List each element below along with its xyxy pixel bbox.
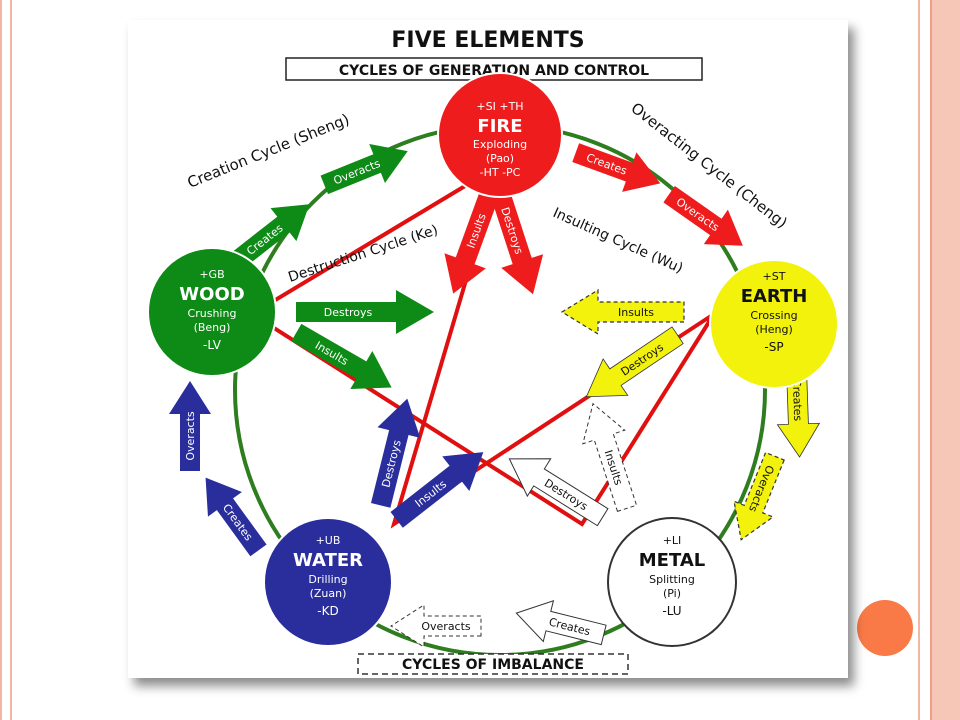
earth-meridian-yin: -SP	[764, 340, 783, 354]
arrow-metal-insults-fire: Insults	[571, 396, 649, 516]
five-elements-diagram: FIVE ELEMENTS CYCLES OF GENERATION AND C…	[147, 28, 839, 675]
fire-motion: Exploding	[473, 138, 527, 151]
insulting-cycle-label: Insulting Cycle (Wu)	[550, 205, 685, 277]
slide-border-left	[0, 0, 2, 720]
svg-text:Creates: Creates	[790, 379, 804, 422]
slide-border-left-inner	[10, 0, 12, 720]
earth-meridian-yang: +ST	[763, 270, 786, 283]
svg-text:Insults: Insults	[618, 306, 654, 319]
metal-meridian-yang: +LI	[663, 534, 682, 547]
metal-motion: Splitting	[649, 573, 695, 586]
fire-name: FIRE	[477, 116, 522, 137]
element-earth: +ST EARTH Crossing (Heng) -SP	[709, 259, 839, 389]
water-meridian-yin: -KD	[317, 604, 338, 618]
fire-meridian-yin: -HT -PC	[480, 166, 521, 179]
earth-name: EARTH	[741, 286, 808, 307]
wood-meridian-yin: -LV	[203, 338, 222, 352]
wood-name: WOOD	[179, 284, 244, 305]
earth-chinese: (Heng)	[755, 323, 793, 336]
element-water: +UB WATER Drilling (Zuan) -KD	[263, 517, 393, 647]
footer-label: CYCLES OF IMBALANCE	[402, 657, 584, 673]
arrow-earth-creates-metal: Creates	[774, 365, 822, 459]
earth-motion: Crossing	[750, 309, 797, 322]
wood-motion: Crushing	[188, 307, 237, 320]
water-name: WATER	[293, 550, 363, 571]
arrow-wood-destroys-earth: Destroys	[296, 290, 434, 334]
arrow-water-overacts-fire: Overacts	[169, 381, 211, 471]
destruction-star	[248, 160, 716, 529]
arrow-earth-destroys-water: Destroys	[573, 316, 691, 416]
fire-meridian-yang: +SI +TH	[476, 100, 523, 113]
svg-text:Overacts: Overacts	[184, 411, 197, 461]
arrow-wood-insults-metal: Insults	[285, 313, 403, 407]
destruction-cycle-label: Destruction Cycle (Ke)	[286, 222, 440, 286]
arrow-earth-insults-wood: Insults	[560, 288, 685, 336]
diagram-frame: FIVE ELEMENTS CYCLES OF GENERATION AND C…	[128, 20, 848, 678]
diagram-subtitle: CYCLES OF GENERATION AND CONTROL	[339, 63, 649, 79]
element-wood: +GB WOOD Crushing (Beng) -LV	[147, 247, 277, 377]
wood-meridian-yang: +GB	[199, 268, 224, 281]
metal-name: METAL	[639, 550, 706, 571]
slide-border-right-band	[932, 0, 960, 720]
metal-chinese: (Pi)	[663, 587, 681, 600]
arrow-earth-overacts-water: Overacts	[721, 447, 795, 549]
slide-border-right	[918, 0, 920, 720]
arrow-fire-creates-earth: Creates	[568, 132, 668, 204]
svg-text:Overacts: Overacts	[421, 620, 471, 633]
water-meridian-yang: +UB	[316, 534, 341, 547]
arrow-metal-creates-water: Creates	[510, 592, 610, 656]
fire-chinese: (Pao)	[486, 152, 514, 165]
element-metal: +LI METAL Splitting (Pi) -LU	[607, 517, 737, 647]
metal-meridian-yin: -LU	[662, 604, 681, 618]
element-fire: +SI +TH FIRE Exploding (Pao) -HT -PC	[437, 72, 563, 198]
slide-border-right-line	[930, 0, 932, 720]
arrow-metal-destroys-wood: Destroys	[497, 439, 615, 537]
wood-chinese: (Beng)	[194, 321, 231, 334]
svg-text:Destroys: Destroys	[324, 306, 373, 319]
slide-orange-dot	[857, 600, 913, 656]
arrow-metal-overacts-wood: Overacts	[390, 604, 482, 648]
footer-box	[357, 653, 629, 675]
water-chinese: (Zuan)	[310, 587, 347, 600]
arrow-water-creates-wood: Creates	[188, 465, 276, 563]
diagram-title: FIVE ELEMENTS	[391, 28, 584, 53]
water-motion: Drilling	[308, 573, 347, 586]
